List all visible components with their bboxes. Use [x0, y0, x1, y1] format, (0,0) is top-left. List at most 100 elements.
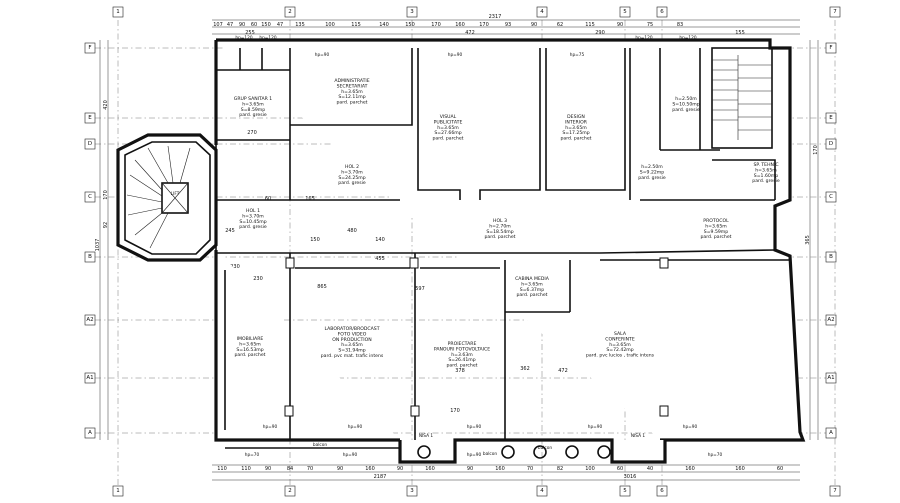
room-label-laborator: FOTO VIDEO — [338, 331, 367, 337]
interior-dim: 865 — [317, 284, 327, 290]
room-label-hol4: S=9.22mp — [640, 169, 664, 175]
room-label-grup: S=8.59mp — [241, 107, 265, 113]
room-label-wc2: h=2.50m — [675, 96, 697, 102]
top-dim: 150 — [261, 22, 271, 28]
top-dim-secondary: 472 — [465, 30, 475, 36]
exterior-walls — [214, 38, 806, 464]
svg-text:hp=90: hp=90 — [683, 424, 698, 430]
svg-text:hp=70: hp=70 — [245, 452, 260, 458]
room-label-imobiliare: pard. parchet — [235, 352, 266, 358]
grid-col-5: 5 — [623, 9, 627, 15]
svg-text:A1: A1 — [827, 375, 834, 381]
room-label-hol3: pard. parchet — [485, 234, 516, 240]
svg-text:3: 3 — [410, 488, 414, 494]
top-dim: 60 — [251, 22, 257, 28]
top-dim: 47 — [277, 22, 283, 28]
svg-text:A: A — [88, 430, 92, 436]
top-dim: 100 — [325, 22, 335, 28]
svg-text:365: 365 — [805, 235, 811, 245]
room-label-visual: PUBLICITATE — [434, 119, 463, 125]
interior-dim: 455 — [375, 256, 385, 262]
room-label-proiectare: h=3.63m — [451, 352, 473, 358]
nisa-label-right: NISA 1 — [631, 433, 646, 439]
top-dim-secondary: 155 — [735, 30, 745, 36]
room-label-proiectare: S=26.41mp — [448, 357, 475, 363]
room-label-hol2: h=3.70m — [341, 169, 363, 175]
interior-dim: 597 — [415, 286, 425, 292]
room-label-grup: h=3.65m — [242, 101, 264, 107]
room-label-proiectare: pard. parchet — [447, 363, 478, 369]
room-label-admin: SECRETARIAT — [337, 83, 368, 89]
nisa-label-left: NISA 1 — [419, 433, 434, 439]
room-label-admin: S=12.11mp — [338, 94, 365, 100]
interior-dim: 472 — [558, 368, 568, 374]
room-label-hol3: h=2.70m — [489, 223, 511, 229]
structural-columns — [284, 257, 669, 417]
grid-row-F: F — [88, 45, 91, 51]
bottom-dim: 84 — [287, 466, 293, 472]
room-label-visual: pard. parchet — [433, 136, 464, 142]
grid-markers-top: 1 2 3 4 5 6 7 — [112, 6, 841, 18]
room-label-protocol: h=3.65m — [705, 223, 727, 229]
interior-dim: 270 — [247, 130, 257, 136]
top-dim: 62 — [557, 22, 563, 28]
room-label-design: DESIGN — [567, 114, 585, 120]
interior-dim: 60 — [265, 196, 271, 202]
svg-text:hp=120: hp=120 — [635, 35, 653, 41]
svg-text:C: C — [829, 194, 833, 200]
grid-col-1: 1 — [116, 9, 120, 15]
top-dim: 47 — [227, 22, 233, 28]
svg-text:hp=120: hp=120 — [235, 35, 253, 41]
room-label-laborator: LABORATOR/BRODCAST — [324, 326, 379, 332]
room-label-design: INTERIOR — [565, 119, 588, 125]
room-label-imobiliare: IMOBILIARE — [237, 336, 264, 342]
grid-col-6: 6 — [660, 9, 664, 15]
svg-text:hp=90: hp=90 — [263, 424, 278, 430]
room-label-sala: SALA — [614, 331, 627, 337]
bottom-dim: 82 — [557, 466, 563, 472]
lift-stair-core — [116, 133, 218, 262]
top-dim: 90 — [531, 22, 537, 28]
top-dim: 170 — [479, 22, 489, 28]
svg-text:hp=90: hp=90 — [467, 424, 482, 430]
svg-text:C: C — [88, 194, 92, 200]
top-dim: 75 — [647, 22, 653, 28]
bottom-dim: 70 — [527, 466, 533, 472]
interior-dim: 245 — [225, 228, 235, 234]
room-labels: ADMINISTRATIESECRETARIATh=3.65mS=12.11mp… — [234, 78, 780, 369]
interior-dim: 362 — [520, 366, 530, 372]
svg-text:hp=120: hp=120 — [259, 35, 277, 41]
top-dim: 107 — [213, 22, 223, 28]
interior-dim: 480 — [347, 228, 357, 234]
grid-col-2: 2 — [288, 9, 292, 15]
interior-dim: 165 — [305, 196, 315, 202]
top-dim: 83 — [677, 22, 683, 28]
room-label-hol1: HOL 1 — [246, 208, 260, 214]
room-label-hol2: pard. gresie — [338, 180, 366, 186]
svg-text:F: F — [829, 45, 832, 51]
svg-text:D: D — [88, 141, 92, 147]
left-total-dim: 1037 — [95, 239, 101, 252]
room-label-imobiliare: h=3.65m — [239, 341, 261, 347]
svg-text:hp=90: hp=90 — [343, 452, 358, 458]
bottom-dim: 160 — [495, 466, 505, 472]
svg-text:hp=90: hp=90 — [448, 52, 463, 58]
room-label-laborator: pard. pvc mat. trafic intens — [321, 353, 384, 359]
interior-dim: 150 — [310, 237, 320, 243]
grid-col-7: 7 — [833, 9, 837, 15]
room-label-cabina: pard. parchet — [517, 292, 548, 298]
room-label-sala: CONFERINTE — [605, 336, 635, 342]
bottom-dim: 90 — [337, 466, 343, 472]
svg-text:420: 420 — [103, 100, 109, 110]
top-dim: 115 — [351, 22, 361, 28]
bottom-dim: 60 — [617, 466, 623, 472]
room-label-admin: pard. parchet — [337, 100, 368, 106]
room-label-hol3: S=18.54mp — [486, 229, 513, 235]
svg-text:E: E — [88, 115, 92, 121]
room-label-sala: S=72.42mp — [606, 347, 633, 353]
room-label-wc2: S=10.50mp — [672, 101, 699, 107]
room-label-cabina: CABINA MEDIA — [515, 276, 550, 282]
room-label-design: pard. parchet — [561, 136, 592, 142]
